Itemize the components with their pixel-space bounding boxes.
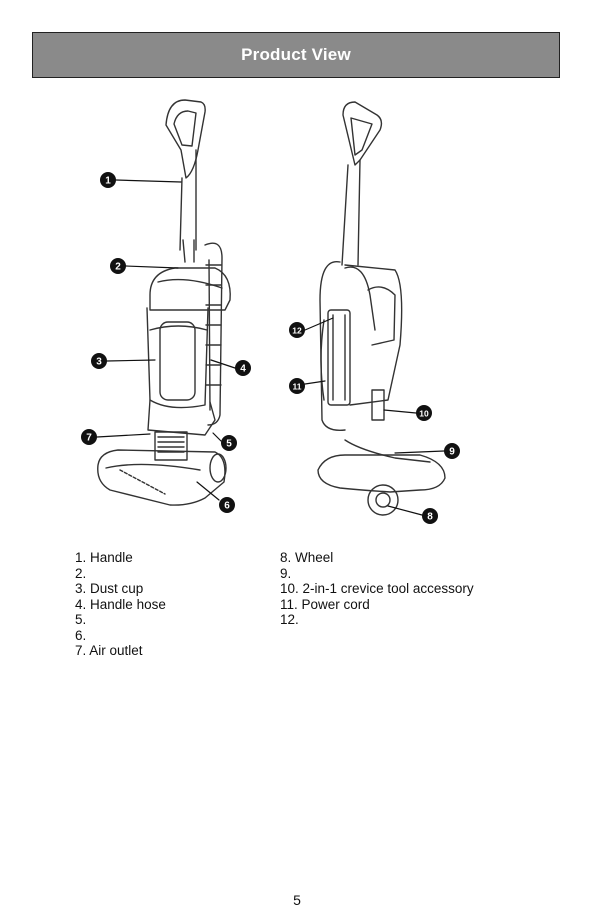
svg-text:5: 5 (226, 439, 232, 450)
callout-6: 6 (219, 497, 235, 513)
parts-legend-right: 8. Wheel 9. 10. 2-in-1 crevice tool acce… (280, 550, 474, 628)
parts-legend-left: 1. Handle 2. 3. Dust cup 4. Handle hose … (75, 550, 166, 659)
callout-9: 9 (444, 443, 460, 459)
svg-text:10: 10 (419, 409, 429, 419)
legend-item: 9. (280, 565, 292, 581)
page-header: Product View (32, 32, 560, 78)
svg-text:6: 6 (224, 501, 230, 512)
callout-4: 4 (235, 360, 251, 376)
callout-2: 2 (110, 258, 126, 274)
product-diagram: 1 2 3 4 5 6 7 8 9 10 11 12 (81, 99, 460, 524)
legend-item: 2. (75, 565, 87, 581)
legend-item: 6. (75, 627, 87, 643)
legend-item: 11. Power cord (280, 596, 370, 612)
svg-text:1: 1 (105, 176, 111, 187)
legend-item: 12. (280, 612, 299, 627)
svg-text:12: 12 (292, 326, 302, 336)
callout-markers: 1 2 3 4 5 6 7 8 9 10 11 12 (81, 172, 460, 524)
svg-text:11: 11 (293, 382, 302, 392)
legend-item: 4. Handle hose (75, 596, 166, 612)
legend-item: 7. Air outlet (75, 643, 143, 658)
callout-8: 8 (422, 508, 438, 524)
callout-5: 5 (221, 435, 237, 451)
svg-text:8: 8 (427, 512, 433, 523)
callout-3: 3 (91, 353, 107, 369)
callout-10: 10 (416, 405, 432, 421)
legend-item: 1. Handle (75, 550, 133, 565)
svg-text:9: 9 (449, 447, 455, 458)
svg-text:2: 2 (115, 262, 121, 273)
svg-text:7: 7 (86, 433, 92, 444)
right-vacuum-illustration (317, 101, 446, 516)
callout-7: 7 (81, 429, 97, 445)
svg-text:4: 4 (240, 364, 246, 375)
callout-11: 11 (289, 378, 305, 394)
legend-item: 5. (75, 612, 87, 627)
callout-12: 12 (289, 322, 305, 338)
legend-item: 3. Dust cup (75, 581, 144, 596)
legend-item: 8. Wheel (280, 550, 334, 565)
page-number: 5 (293, 892, 301, 908)
page-title: Product View (241, 45, 351, 64)
legend-item: 10. 2-in-1 crevice tool accessory (280, 581, 474, 596)
callout-leaders (96, 179, 445, 516)
svg-text:3: 3 (96, 357, 102, 368)
left-vacuum-illustration (97, 99, 231, 506)
callout-1: 1 (100, 172, 116, 188)
